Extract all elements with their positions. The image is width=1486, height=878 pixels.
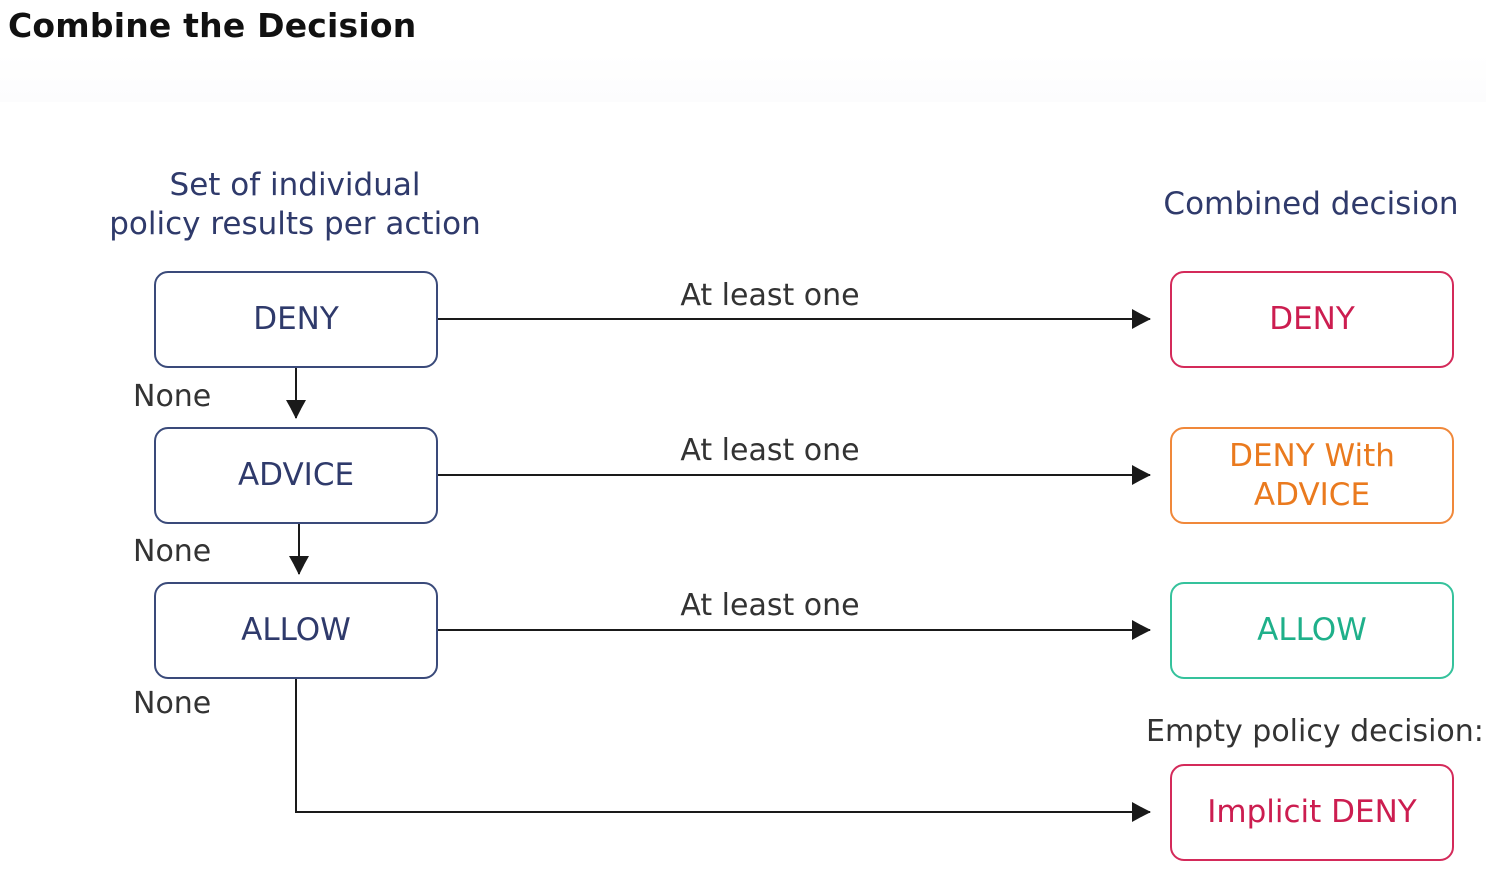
right-node-deny-label: DENY (1269, 301, 1355, 337)
none-label-allow: None (133, 686, 212, 721)
right-node-implicit-deny: Implicit DENY (1170, 764, 1454, 861)
page-title: Combine the Decision (8, 6, 417, 45)
right-node-deny: DENY (1170, 271, 1454, 368)
none-label-advice: None (133, 534, 212, 569)
edge-label-allow: At least one (680, 588, 860, 623)
edge-allow-none-to-implicit-deny (295, 679, 1151, 817)
right-node-deny-with-advice-line-2: ADVICE (1253, 476, 1371, 513)
left-node-advice-label: ADVICE (237, 457, 355, 493)
right-node-deny-with-advice-line-1: DENY With (1229, 437, 1395, 474)
left-node-deny: DENY (154, 271, 438, 368)
right-node-implicit-deny-label: Implicit DENY (1207, 794, 1417, 830)
left-node-allow: ALLOW (154, 582, 438, 679)
none-label-deny: None (133, 379, 212, 414)
left-node-deny-label: DENY (253, 301, 339, 337)
left-node-allow-label: ALLOW (241, 612, 351, 648)
right-node-deny-with-advice: DENY With ADVICE (1170, 427, 1454, 524)
right-node-allow-label: ALLOW (1257, 612, 1367, 648)
right-node-allow: ALLOW (1170, 582, 1454, 679)
empty-policy-label: Empty policy decision: (1146, 714, 1484, 749)
left-heading-line-1: Set of individual (169, 167, 421, 203)
right-column-heading: Combined decision (1163, 186, 1459, 222)
edge-label-deny: At least one (680, 278, 860, 313)
left-node-advice: ADVICE (154, 427, 438, 524)
edge-label-advice: At least one (680, 433, 860, 468)
left-column-heading: Set of individual policy results per act… (90, 166, 500, 244)
title-band (0, 54, 1486, 102)
left-heading-line-2: policy results per action (109, 206, 481, 242)
